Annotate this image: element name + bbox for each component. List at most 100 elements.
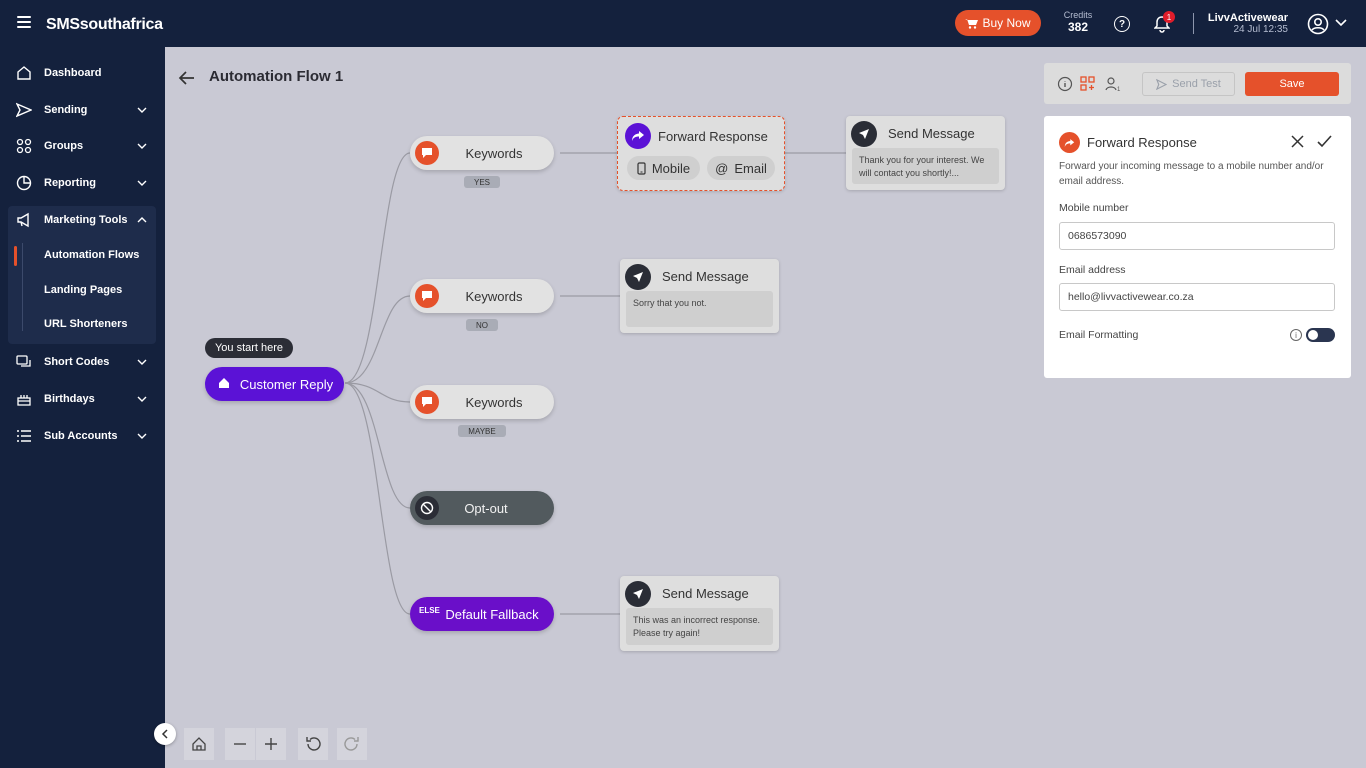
keyword-tag-yes: YES (464, 176, 500, 188)
keywords-node-maybe[interactable]: Keywords (410, 385, 554, 419)
sidebar-item-label: Birthdays (44, 393, 95, 405)
sidebar-subitem-landing-pages[interactable]: Landing Pages (44, 284, 123, 296)
keyword-tag-no: NO (466, 319, 498, 331)
user-icon[interactable]: 1 (1105, 76, 1121, 92)
header-divider (1193, 13, 1194, 34)
undo-button[interactable] (298, 728, 328, 760)
check-icon[interactable] (1317, 135, 1332, 148)
close-icon[interactable] (1291, 135, 1304, 148)
buy-now-button[interactable]: Buy Now (955, 10, 1041, 36)
chevron-down-icon (137, 180, 147, 186)
home-icon (219, 378, 229, 388)
forward-response-node[interactable]: Forward Response Mobile @ Email (617, 116, 785, 191)
email-chip[interactable]: @ Email (707, 156, 775, 180)
chevron-left-icon (161, 729, 168, 739)
zoom-out-button[interactable] (225, 728, 255, 760)
send-icon (1156, 78, 1168, 90)
sidebar-item-reporting[interactable]: Reporting (0, 168, 165, 198)
keyword-tag-maybe: MAYBE (458, 425, 506, 437)
sidebar-item-label: Sending (44, 104, 88, 116)
notification-badge: 1 (1163, 11, 1175, 23)
sidebar-item-sending[interactable]: Sending (0, 95, 165, 125)
mobile-number-input[interactable] (1059, 222, 1335, 250)
optout-label: Opt-out (464, 500, 508, 516)
flow-connectors (344, 152, 846, 615)
send-message-title: Send Message (888, 126, 975, 141)
sidebar-item-label: Reporting (44, 177, 96, 189)
brand-logo[interactable]: SMSsouthafrica (46, 16, 163, 33)
sidebar-item-label: Groups (44, 140, 84, 152)
send-message-node-1[interactable]: Send Message Thank you for your interest… (846, 116, 1005, 190)
sidebar-item-short-codes[interactable]: Short Codes (0, 347, 165, 377)
info-icon[interactable]: i (1290, 329, 1302, 341)
menu-icon[interactable] (17, 16, 31, 28)
page-title: Automation Flow 1 (209, 68, 344, 85)
chat-icon (16, 355, 31, 367)
email-address-input[interactable] (1059, 283, 1335, 311)
user-name[interactable]: LivvActivewear (1207, 12, 1288, 24)
home-view-button[interactable] (184, 728, 214, 760)
chevron-down-icon (137, 107, 147, 113)
home-icon (17, 66, 31, 80)
send-message-node-2[interactable]: Send Message Sorry that you not. (620, 259, 779, 333)
sidebar-item-birthdays[interactable]: Birthdays (0, 384, 165, 414)
sidebar-item-label: Marketing Tools (44, 214, 128, 226)
send-icon (16, 102, 32, 118)
save-button[interactable]: Save (1245, 72, 1339, 96)
minus-icon (234, 743, 246, 745)
phone-icon (637, 161, 646, 175)
editor-toolbar: 1 Send Test Save (1044, 63, 1351, 104)
megaphone-icon (17, 212, 29, 228)
send-icon (851, 121, 877, 147)
sidebar: Dashboard Sending Groups Reporting Marke… (0, 47, 165, 768)
optout-node[interactable]: Opt-out (410, 491, 554, 525)
message-body: Sorry that you not. (626, 291, 773, 327)
info-icon[interactable] (1057, 76, 1073, 92)
email-formatting-toggle[interactable] (1306, 328, 1335, 342)
send-message-node-3[interactable]: Send Message This was an incorrect respo… (620, 576, 779, 651)
back-arrow-icon[interactable] (178, 70, 196, 86)
account-icon[interactable] (1307, 13, 1329, 35)
start-tooltip-label: You start here (214, 342, 284, 354)
active-indicator (14, 246, 17, 266)
buy-now-label: Buy Now (982, 16, 1031, 30)
send-test-button[interactable]: Send Test (1142, 72, 1235, 96)
credits-label: Credits (1063, 10, 1093, 20)
forward-response-panel: Forward Response Forward your incoming m… (1044, 116, 1351, 378)
at-icon: @ (715, 160, 729, 176)
chevron-down-icon (137, 433, 147, 439)
chevron-down-icon (137, 143, 147, 149)
chart-icon (16, 175, 32, 191)
mobile-chip[interactable]: Mobile (627, 156, 700, 180)
sidebar-item-dashboard[interactable]: Dashboard (0, 58, 165, 88)
sidebar-subitem-url-shorteners[interactable]: URL Shorteners (44, 318, 128, 330)
send-icon (625, 581, 651, 607)
forward-icon (625, 123, 651, 149)
help-icon[interactable]: ? (1114, 16, 1130, 32)
keywords-node-yes[interactable]: Keywords (410, 136, 554, 170)
user-date: 24 Jul 12:35 (1233, 24, 1289, 35)
sidebar-item-marketing-tools[interactable]: Marketing Tools (0, 205, 165, 235)
toggle-knob (1308, 330, 1318, 340)
message-body: Thank you for your interest. We will con… (852, 148, 999, 184)
sidebar-item-label: Sub Accounts (44, 430, 118, 442)
panel-title: Forward Response (1087, 135, 1197, 150)
credits-value: 382 (1067, 20, 1089, 34)
chevron-down-icon (137, 396, 147, 402)
collapse-sidebar-button[interactable] (154, 723, 176, 745)
else-tag: ELSE (419, 606, 440, 615)
sidebar-item-label: Short Codes (44, 356, 110, 368)
chevron-down-icon[interactable] (1335, 18, 1347, 28)
panel-description: Forward your incoming message to a mobil… (1059, 161, 1324, 187)
keywords-label: Keywords (465, 145, 523, 161)
add-node-icon[interactable] (1080, 76, 1096, 92)
default-fallback-node[interactable]: ELSE Default Fallback (410, 597, 554, 631)
sidebar-item-sub-accounts[interactable]: Sub Accounts (0, 421, 165, 451)
zoom-in-button[interactable] (256, 728, 286, 760)
home-icon (192, 737, 206, 751)
keywords-node-no[interactable]: Keywords (410, 279, 554, 313)
customer-reply-node[interactable]: Customer Reply (205, 367, 344, 401)
sidebar-item-groups[interactable]: Groups (0, 131, 165, 161)
sidebar-subitem-automation-flows[interactable]: Automation Flows (44, 249, 140, 261)
redo-button[interactable] (337, 728, 367, 760)
